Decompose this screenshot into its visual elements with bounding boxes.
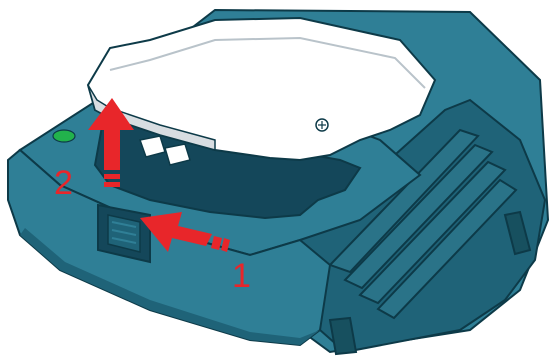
screw-icon	[316, 119, 328, 131]
step-label-1: 1	[232, 257, 251, 295]
status-led-icon	[53, 130, 75, 142]
step-label-2: 2	[54, 164, 73, 202]
